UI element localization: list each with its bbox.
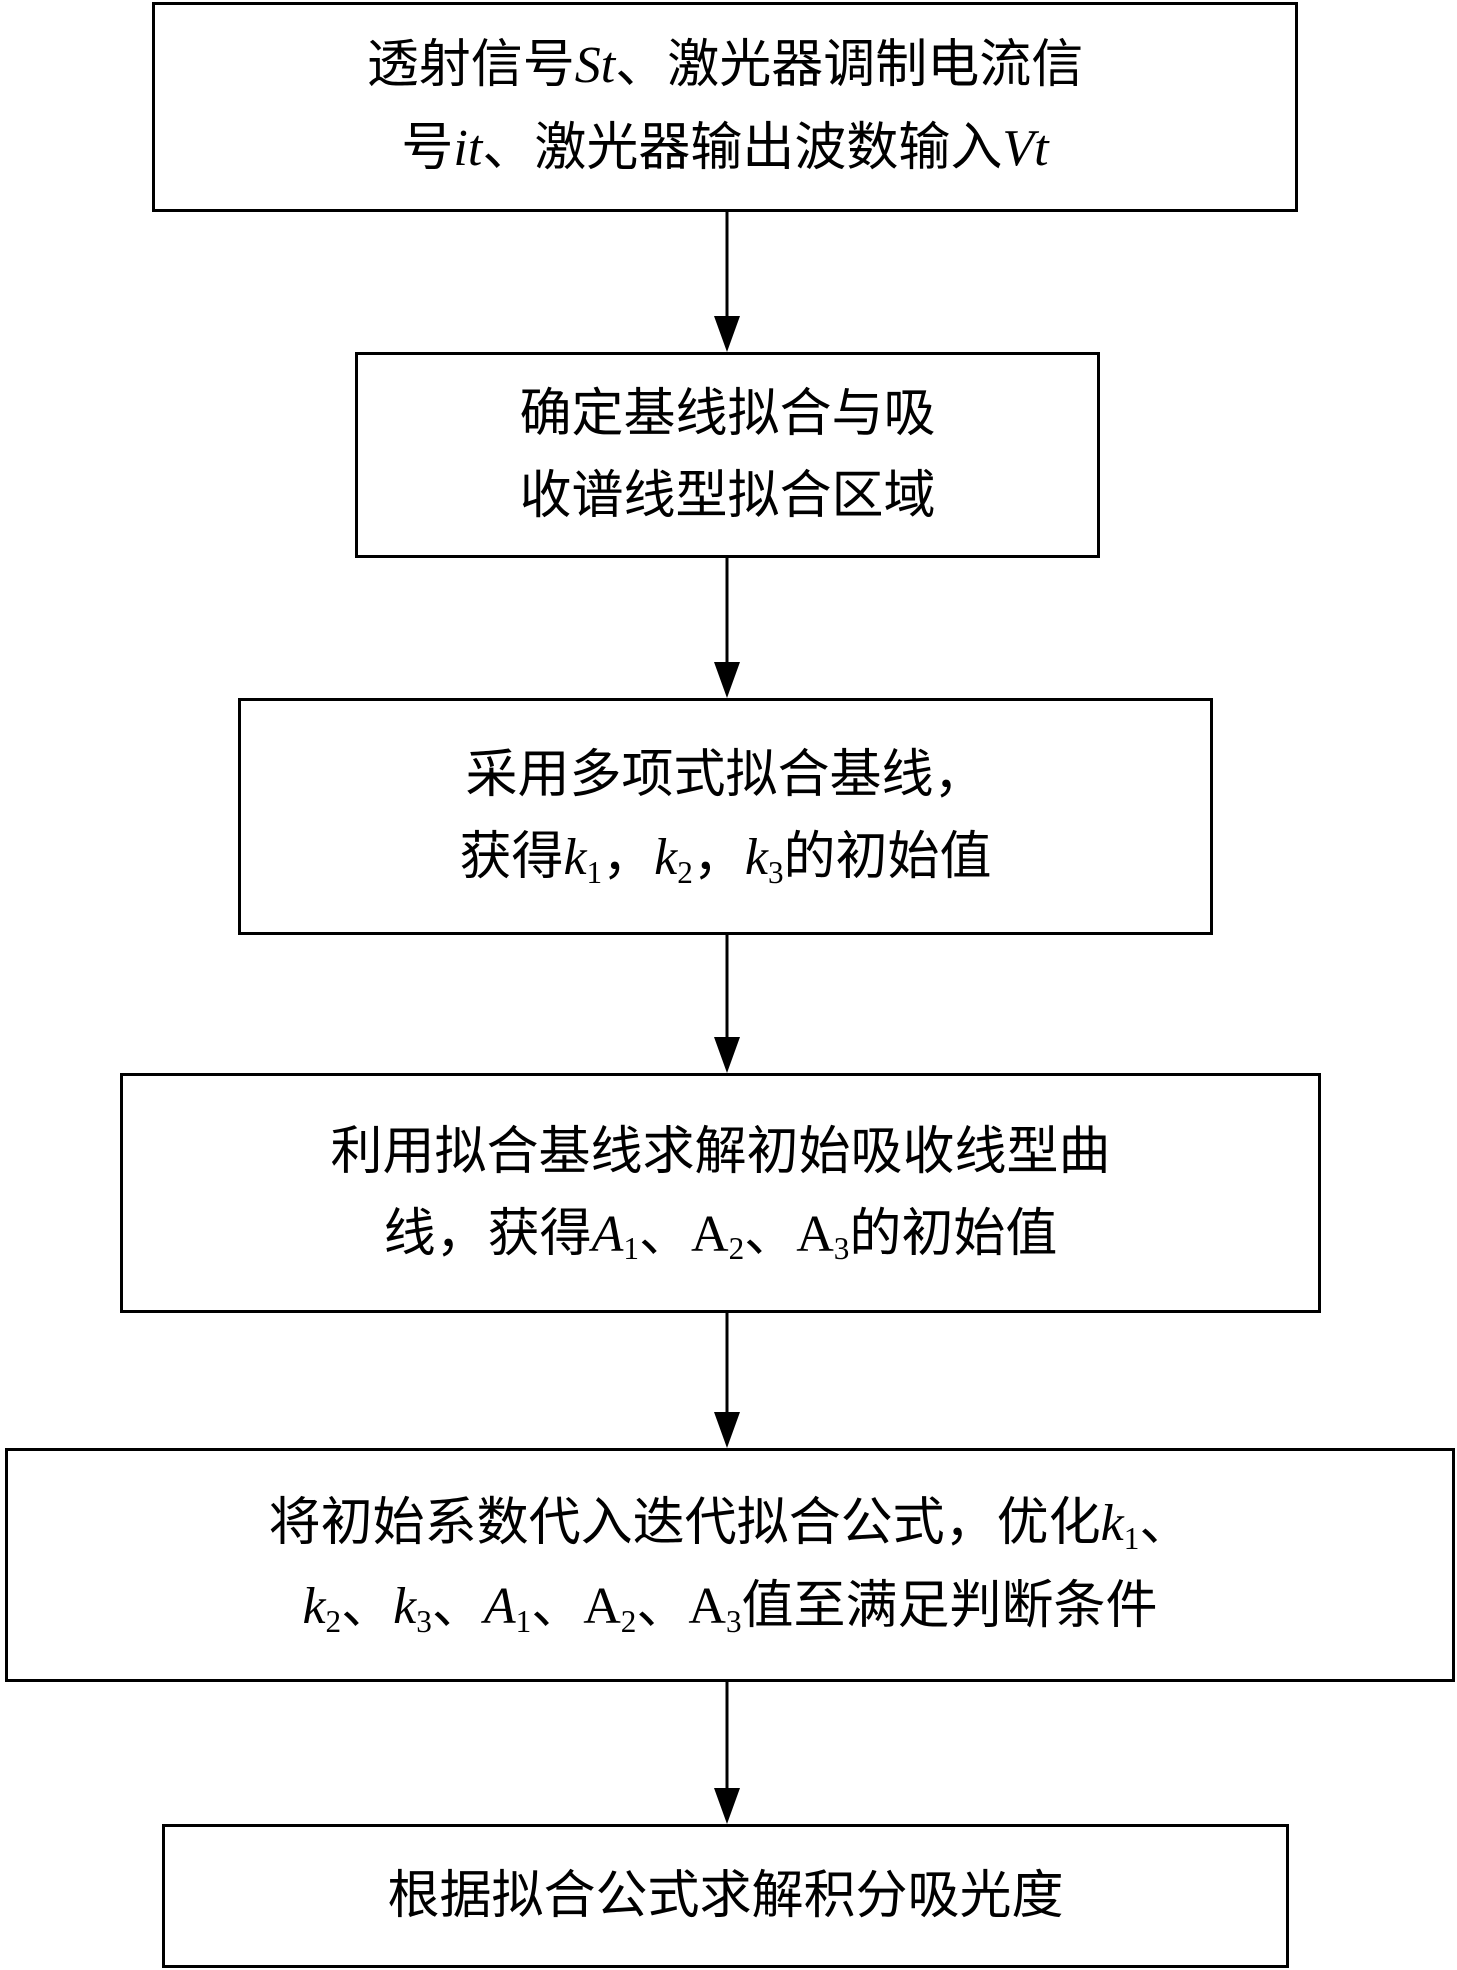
step-3-text-part: 的初始值 [783,827,992,887]
arrow-4-to-5 [714,1313,740,1448]
subscript-1: 1 [1123,1520,1140,1556]
var-a1: A [483,1578,516,1635]
var-k3: k [744,829,768,886]
step-2-line-2: 收谱线型拟合区域 [519,466,936,526]
subscript-1: 1 [623,1231,639,1267]
signal-st: St [574,37,616,94]
subscript-2: 2 [620,1603,637,1639]
separator: 、 [431,1576,484,1636]
var-a3: A [688,1578,726,1635]
separator: ， [692,827,745,887]
subscript-2: 2 [677,854,693,890]
separator: 、 [341,1576,394,1636]
step-1-text-part: 号 [401,118,454,178]
var-a2: A [691,1205,729,1263]
separator: ， [602,827,655,887]
step-5-text: 将初始系数代入迭代拟合公式，优化k1、 k2、k3、A1、A2、A3值至满足判断… [269,1482,1192,1648]
subscript-3: 3 [767,854,784,890]
step-1-box: 透射信号St、激光器调制电流信 号it、激光器输出波数输入Vt [152,2,1298,212]
subscript-3: 3 [416,1603,432,1639]
step-3-text-part: 获得 [459,827,564,887]
step-3-text: 采用多项式拟合基线， 获得k1，k2，k3的初始值 [459,734,991,899]
step-4-line-1: 利用拟合基线求解初始吸收线型曲 [330,1121,1111,1182]
subscript-2: 2 [728,1231,745,1267]
var-a3: A [796,1205,834,1263]
step-6-line-1: 根据拟合公式求解积分吸光度 [387,1866,1064,1926]
step-4-text-part: 的初始值 [849,1203,1058,1264]
subscript-1: 1 [586,854,603,890]
separator: 、 [531,1576,584,1636]
arrow-2-to-3 [714,558,740,698]
step-4-text-part: 线，获得 [383,1203,592,1264]
var-a2: A [583,1578,621,1635]
step-6-box: 根据拟合公式求解积分吸光度 [162,1824,1289,1968]
var-k1: k [563,829,587,886]
step-4-text: 利用拟合基线求解初始吸收线型曲 线，获得A1、A2、A3的初始值 [330,1111,1110,1276]
signal-it: it [453,120,483,177]
step-6-text: 根据拟合公式求解积分吸光度 [387,1855,1063,1937]
step-1-text-part: 、激光器输出波数输入 [482,118,1003,178]
subscript-3: 3 [725,1603,742,1639]
step-2-box: 确定基线拟合与吸 收谱线型拟合区域 [355,352,1100,558]
separator: 、 [639,1203,692,1264]
var-k1: k [1100,1495,1124,1552]
var-k3: k [393,1578,417,1635]
step-5-text-part: 值至满足判断条件 [741,1576,1158,1636]
arrow-3-to-4 [714,935,740,1073]
step-3-box: 采用多项式拟合基线， 获得k1，k2，k3的初始值 [238,698,1213,935]
var-a1: A [591,1205,624,1263]
var-k2: k [302,1578,326,1635]
separator: 、 [744,1203,797,1264]
subscript-3: 3 [833,1231,850,1267]
arrow-1-to-2 [714,212,740,352]
signal-vt: Vt [1002,120,1049,177]
step-3-line-1: 采用多项式拟合基线， [465,745,986,805]
step-1-text-part: 、激光器调制电流信 [615,35,1084,95]
subscript-2: 2 [325,1603,342,1639]
subscript-1: 1 [515,1603,532,1639]
step-2-line-1: 确定基线拟合与吸 [519,384,936,444]
separator: 、 [1139,1493,1192,1553]
step-4-box: 利用拟合基线求解初始吸收线型曲 线，获得A1、A2、A3的初始值 [120,1073,1321,1313]
separator: 、 [636,1576,689,1636]
arrow-5-to-6 [714,1682,740,1824]
step-2-text: 确定基线拟合与吸 收谱线型拟合区域 [519,373,935,537]
step-5-text-part: 将初始系数代入迭代拟合公式，优化 [268,1493,1101,1553]
step-5-box: 将初始系数代入迭代拟合公式，优化k1、 k2、k3、A1、A2、A3值至满足判断… [5,1448,1455,1682]
step-1-text: 透射信号St、激光器调制电流信 号it、激光器输出波数输入Vt [367,24,1083,190]
var-k2: k [654,829,678,886]
step-1-text-part: 透射信号 [366,35,575,95]
